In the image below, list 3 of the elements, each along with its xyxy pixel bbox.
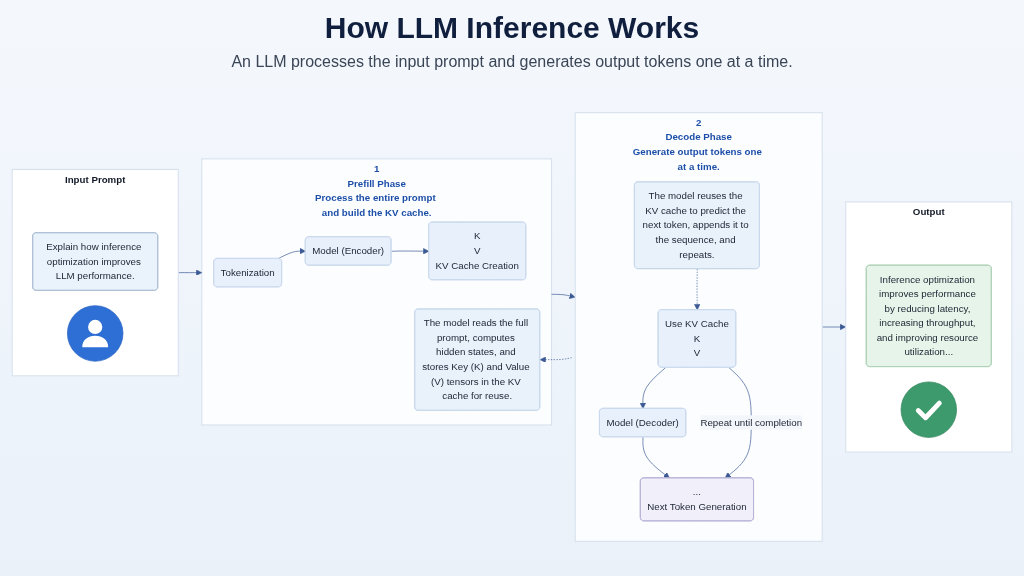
diagram-title: How LLM Inference Works (324, 10, 700, 46)
edge-label: Repeat until completion (700, 416, 803, 428)
subtitle: An LLM processes the input prompt and generates output tokens one at a time. (231, 52, 793, 72)
